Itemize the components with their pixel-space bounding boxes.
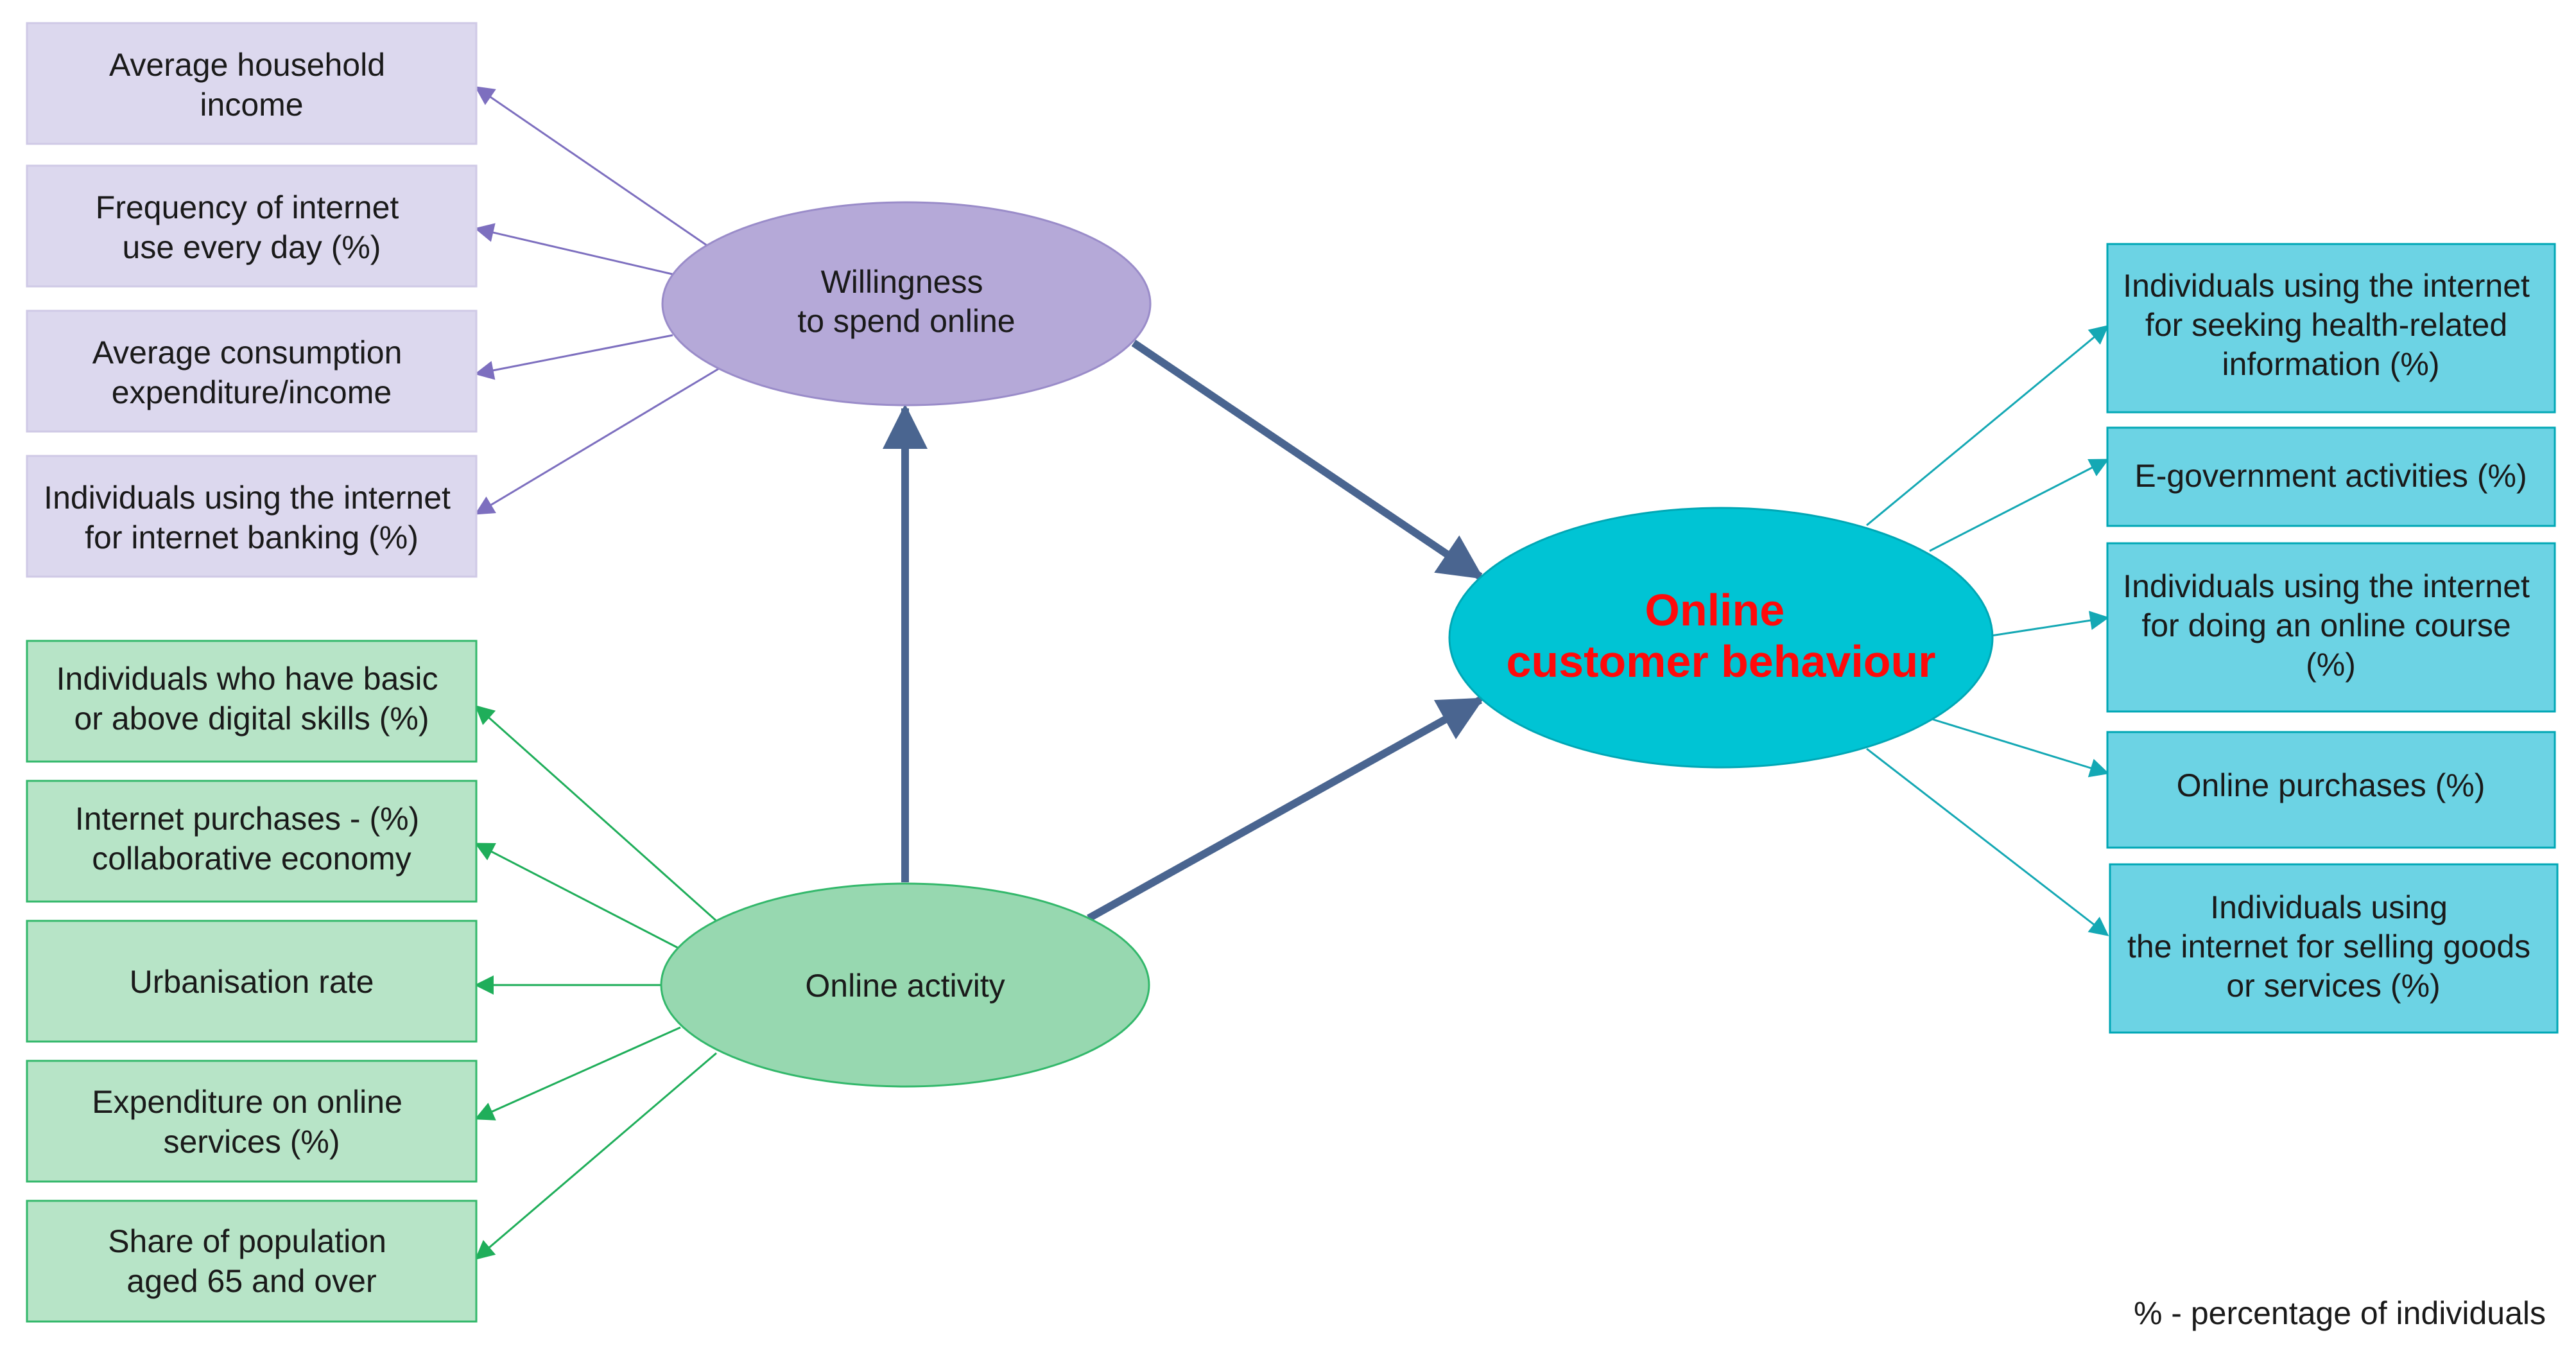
arrow-behaviour-to-selling-goods: [1866, 747, 2109, 936]
node-online-customer-behaviour: Online customer behaviour: [1448, 507, 1994, 769]
indicator-average-household-income: Average household income: [26, 22, 478, 145]
indicator-line: expenditure/income: [112, 374, 392, 410]
indicator-line: Average consumption: [92, 335, 402, 371]
indicator-line: Frequency of internet: [96, 189, 399, 225]
indicator-line: Urbanisation rate: [130, 964, 374, 1000]
indicator-line: or above digital skills (%): [74, 701, 429, 737]
indicator-label: Average household income: [109, 47, 394, 123]
indicator-e-government: E-government activities (%): [2106, 426, 2556, 527]
node-willingness-label: Willingness to spend online: [797, 264, 1015, 339]
indicator-line: for seeking health-related: [2145, 307, 2507, 343]
indicator-label: Individuals using the internet for seeki…: [2123, 268, 2539, 382]
node-line: Online: [1645, 585, 1785, 635]
indicator-online-purchases: Online purchases (%): [2106, 731, 2556, 849]
indicator-label: Urbanisation rate: [130, 964, 374, 1000]
indicator-line: Online purchases (%): [2177, 767, 2485, 803]
arrow-willingness-to-internet-frequency: [474, 223, 676, 276]
arrow-activity-to-expenditure: [474, 1026, 681, 1121]
indicator-label: Share of population aged 65 and over: [108, 1223, 395, 1299]
indicator-line: aged 65 and over: [126, 1263, 376, 1299]
footnote: % - percentage of individuals: [2134, 1295, 2546, 1331]
indicator-collaborative-economy: Internet purchases - (%) collaborative e…: [26, 780, 478, 903]
indicator-line: Expenditure on online: [92, 1084, 402, 1120]
arrow-willingness-to-behaviour: [1131, 340, 1484, 580]
indicator-line: Individuals using the internet: [44, 480, 451, 516]
node-line: to spend online: [797, 303, 1015, 339]
arrow-behaviour-to-online-course: [1991, 611, 2109, 637]
indicator-line: the internet for selling goods: [2127, 929, 2530, 965]
node-online-activity-label: Online activity: [805, 968, 1005, 1004]
willingness-indicators: Average household income Frequency of in…: [26, 22, 478, 578]
arrows-layer: [474, 86, 2109, 1260]
arrow-willingness-to-internet-banking: [474, 367, 720, 515]
indicator-line: for internet banking (%): [85, 519, 419, 555]
node-behaviour-label: Online customer behaviour: [1506, 585, 1935, 686]
arrow-behaviour-to-online-purchases: [1932, 718, 2109, 778]
arrow-willingness-to-household-income: [474, 86, 709, 248]
indicator-label: Average consumption expenditure/income: [92, 335, 411, 410]
indicator-line: services (%): [163, 1124, 340, 1160]
indicator-line: Internet purchases - (%): [75, 801, 419, 837]
indicator-average-consumption-expenditure: Average consumption expenditure/income: [26, 310, 478, 433]
arrow-behaviour-to-e-government: [1929, 458, 2109, 552]
indicator-label: Individuals using the internet for selli…: [2127, 889, 2539, 1004]
indicator-population-65-over: Share of population aged 65 and over: [26, 1200, 478, 1323]
indicator-line: (%): [2306, 647, 2356, 683]
indicator-label: Expenditure on online services (%): [92, 1084, 411, 1160]
indicator-line: Average household: [109, 47, 385, 83]
indicator-health-information: Individuals using the internet for seeki…: [2106, 243, 2556, 414]
indicator-label: Individuals using the internet for inter…: [44, 480, 460, 555]
node-online-activity: Online activity: [660, 882, 1150, 1088]
indicator-label: Individuals who have basic or above digi…: [56, 661, 447, 737]
indicator-line: E-government activities (%): [2134, 458, 2527, 494]
indicator-internet-banking: Individuals using the internet for inter…: [26, 455, 478, 578]
indicator-label: Internet purchases - (%) collaborative e…: [75, 801, 428, 877]
node-line: Willingness: [821, 264, 983, 300]
indicator-label: Individuals using the internet for doing…: [2123, 568, 2539, 683]
indicator-line: for doing an online course: [2141, 607, 2511, 643]
arrow-behaviour-to-health-info: [1866, 325, 2109, 527]
indicator-label: Online purchases (%): [2177, 767, 2485, 803]
indicator-expenditure-online-services: Expenditure on online services (%): [26, 1060, 478, 1183]
indicator-line: income: [200, 87, 303, 123]
indicator-selling-goods: Individuals using the internet for selli…: [2109, 863, 2559, 1034]
indicator-line: Individuals using: [2210, 889, 2448, 925]
indicator-frequency-of-internet-use: Frequency of internet use every day (%): [26, 164, 478, 288]
arrow-activity-to-digital-skills: [474, 705, 717, 922]
node-line: customer behaviour: [1506, 636, 1935, 686]
activity-indicators: Individuals who have basic or above digi…: [26, 640, 478, 1323]
indicator-urbanisation-rate: Urbanisation rate: [26, 920, 478, 1043]
arrow-activity-to-population-65: [474, 1052, 717, 1260]
indicator-line: or services (%): [2226, 968, 2440, 1004]
indicator-line: use every day (%): [123, 229, 381, 265]
indicator-digital-skills: Individuals who have basic or above digi…: [26, 640, 478, 763]
indicator-label: Frequency of internet use every day (%): [96, 189, 408, 265]
indicator-line: Individuals using the internet: [2123, 268, 2530, 304]
indicator-line: collaborative economy: [92, 841, 411, 877]
indicator-line: Individuals who have basic: [56, 661, 438, 697]
arrow-willingness-to-consumption: [474, 334, 673, 380]
indicator-line: Individuals using the internet: [2123, 568, 2530, 604]
indicator-line: Share of population: [108, 1223, 386, 1259]
arrow-activity-to-collaborative-economy: [474, 842, 681, 950]
indicator-online-course: Individuals using the internet for doing…: [2106, 542, 2556, 713]
indicator-label: E-government activities (%): [2134, 458, 2527, 494]
indicator-line: information (%): [2222, 346, 2440, 382]
node-willingness: Willingness to spend online: [661, 201, 1152, 406]
arrow-activity-to-behaviour: [1087, 696, 1485, 922]
behaviour-indicators: Individuals using the internet for seeki…: [2106, 243, 2559, 1034]
